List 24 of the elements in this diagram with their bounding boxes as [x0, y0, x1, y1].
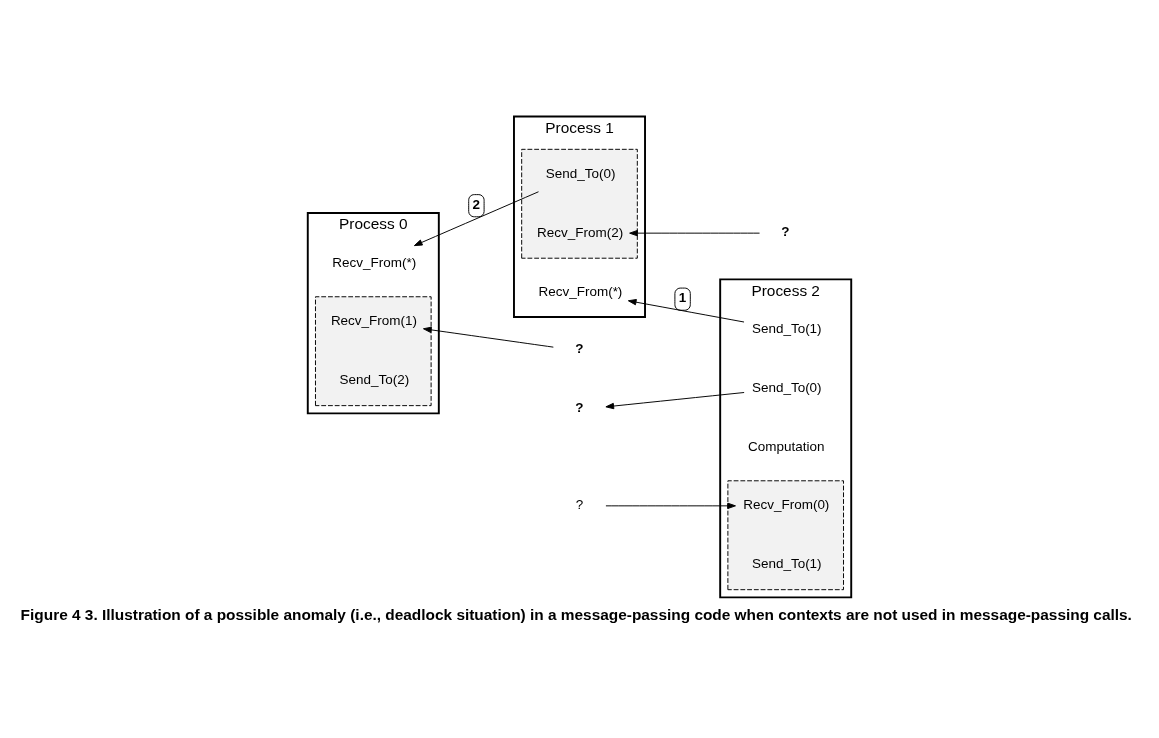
- arrow: [627, 298, 745, 322]
- node-text: Recv_From(2): [537, 224, 624, 240]
- arrow: [413, 190, 539, 246]
- node-text: ?: [575, 340, 584, 356]
- arrow: [605, 391, 745, 409]
- node-text: Send_To(2): [339, 371, 410, 387]
- node-text: Send_To(0): [751, 379, 822, 395]
- arrow: [605, 502, 736, 509]
- node-text: Send_To(0): [545, 165, 616, 181]
- node-text: Recv_From(0): [743, 496, 830, 512]
- node-text: ?: [575, 399, 584, 415]
- arrow: [629, 229, 761, 236]
- node-text: Recv_From(*): [332, 254, 417, 270]
- node-text: Recv_From(*): [538, 283, 623, 298]
- caption: Figure 4 3. Illustration of a possible anomaly (i.e., deadlock situation) in a message-passing code when contexts are not used in message-passing calls.: [20, 605, 1132, 623]
- node-text: Recv_From(1): [330, 312, 417, 328]
- node-text: ?: [575, 496, 584, 512]
- edge-label: 2: [472, 196, 481, 212]
- node-text: Send_To(1): [751, 320, 822, 336]
- node-text: Send_To(1): [751, 555, 822, 571]
- node-text: ?: [781, 223, 790, 239]
- arrow: [422, 326, 554, 348]
- edge-label: 1: [678, 289, 687, 305]
- node-text: Computation: [748, 438, 825, 454]
